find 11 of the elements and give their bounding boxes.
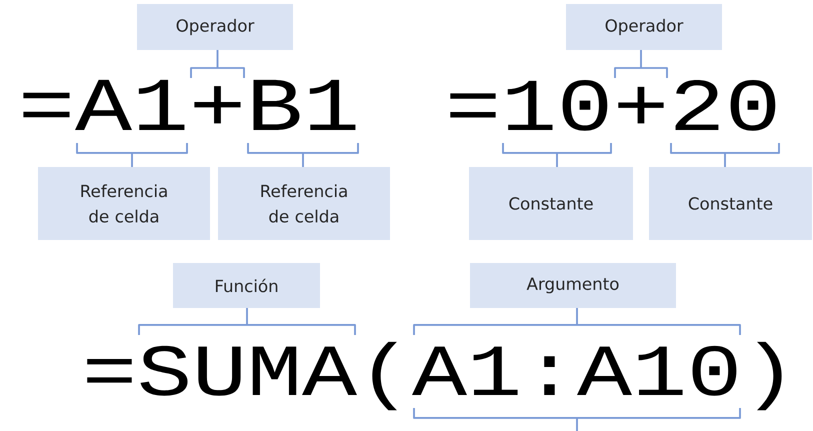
label-box: Operador xyxy=(566,4,722,50)
label-box: Constante xyxy=(649,167,812,240)
formula: =SUMA(A1:A10) xyxy=(87,342,782,410)
formula: =A1+B1 xyxy=(23,80,356,130)
label-box: Función xyxy=(173,263,320,308)
formula: =10+20 xyxy=(450,80,776,131)
label-box: Operador xyxy=(137,4,293,50)
label-box: Referencia de celda xyxy=(218,167,390,240)
label-box: Constante xyxy=(469,167,633,240)
label-box: Argumento xyxy=(470,263,676,308)
label-box: Referencia de celda xyxy=(38,167,210,240)
